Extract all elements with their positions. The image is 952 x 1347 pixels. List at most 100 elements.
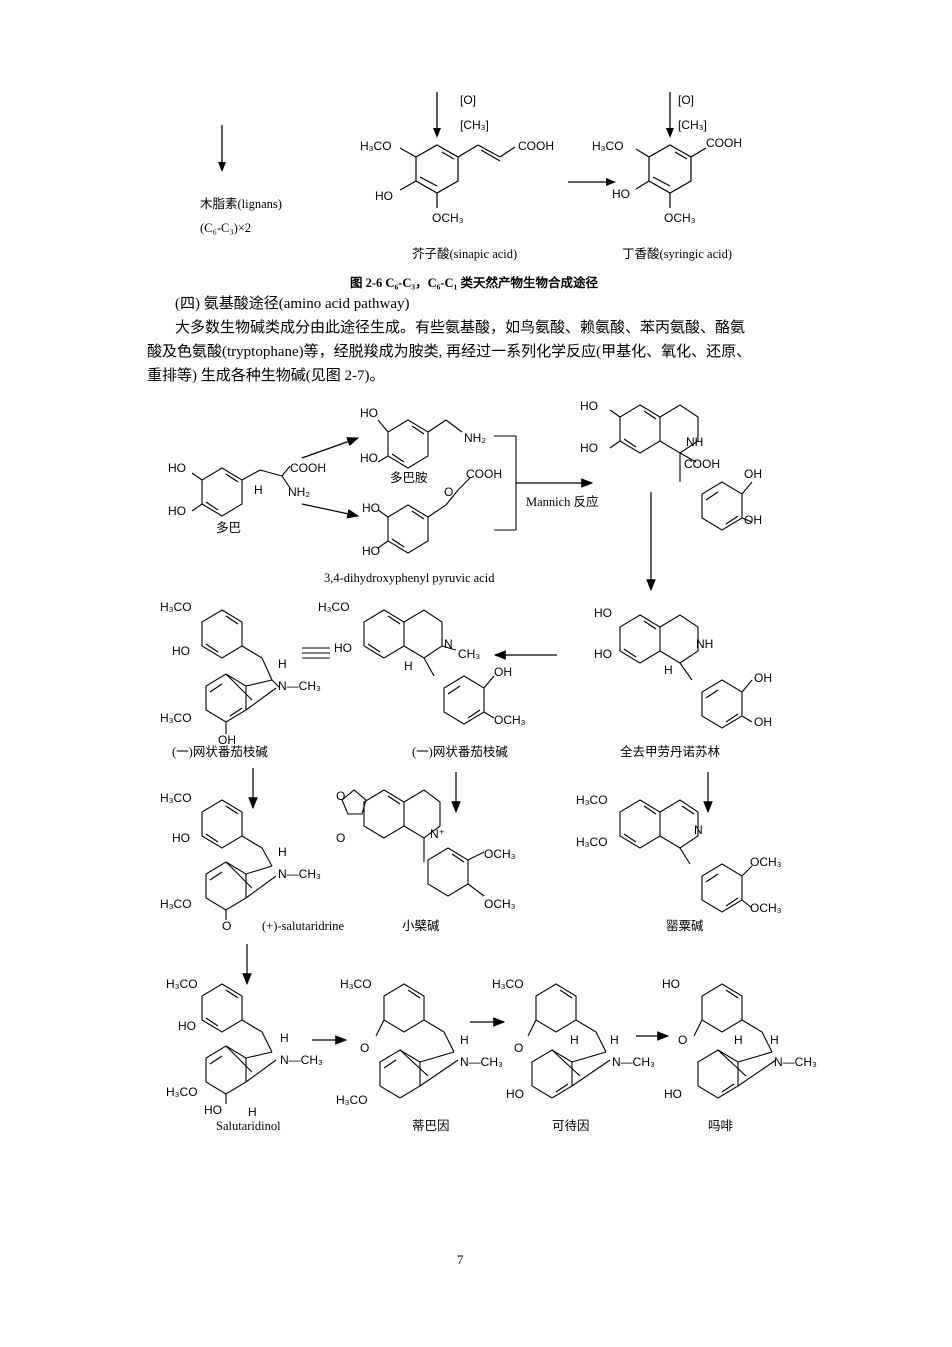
pyruvic-name: 3,4-dihydroxyphenyl pyruvic acid xyxy=(324,571,495,585)
mor-ho: HO xyxy=(662,977,680,991)
saln-ho-2: HO xyxy=(204,1103,222,1117)
morphine-name: 吗啡 xyxy=(708,1119,734,1133)
dopa-structure xyxy=(191,465,291,517)
pyruvic-o: O xyxy=(444,485,453,499)
dopa-ho-2: HO xyxy=(168,504,186,518)
lignans-label: 木脂素(lignans) xyxy=(200,196,282,211)
berberine-name: 小檗碱 xyxy=(402,918,440,933)
berb-o-2: O xyxy=(336,831,345,845)
thiq-ho-2: HO xyxy=(580,441,598,455)
pyruvic-cooh: COOH xyxy=(466,467,502,481)
theb-o: O xyxy=(360,1041,369,1055)
mor-nch3: N—CH₃ xyxy=(774,1055,817,1069)
dopamine-name: 多巴胺 xyxy=(390,471,428,485)
reticuline-b-structure xyxy=(363,609,495,725)
dopa-ho-1: HO xyxy=(168,461,186,475)
cod-o: O xyxy=(514,1041,523,1055)
sal-h3co: H₃CO xyxy=(160,791,192,805)
salutaridine-structure xyxy=(201,799,277,920)
reticuline-a-name: (一)网状番茄枝碱 xyxy=(172,744,268,759)
dopamine-structure xyxy=(377,419,463,469)
mor-ho-2: HO xyxy=(664,1087,682,1101)
pyruvic-ho-2: HO xyxy=(362,544,380,558)
theb-h3co-2: H₃CO xyxy=(336,1093,368,1107)
norlaudanosoline-structure xyxy=(619,614,753,729)
sinapic-och3: OCH₃ xyxy=(432,211,464,225)
dopa-cooh: COOH xyxy=(290,461,326,475)
retb-h: H xyxy=(404,659,413,673)
thiq-oh-1: OH xyxy=(744,467,762,481)
reta-h3co: H₃CO xyxy=(160,600,192,614)
figure-2-6: 木脂素(lignans) (C₆-C₃)×2 [O] [CH₃] COOH H₃… xyxy=(200,92,742,261)
syringic-name: 丁香酸(syringic acid) xyxy=(622,246,732,261)
mor-h-1: H xyxy=(734,1033,743,1047)
dopamine-ho-1: HO xyxy=(360,406,378,420)
papaverine-structure xyxy=(619,799,753,913)
salutaridinol-name: Salutaridinol xyxy=(216,1119,281,1133)
thebaine-structure xyxy=(375,983,459,1099)
reta-h3co-2: H₃CO xyxy=(160,711,192,725)
cod-h-1: H xyxy=(570,1033,579,1047)
codeine-structure xyxy=(527,983,611,1099)
dopamine-nh2: NH₂ xyxy=(464,431,486,445)
berb-o-1: O xyxy=(336,789,345,803)
retb-oh: OH xyxy=(494,665,512,679)
saln-ho: HO xyxy=(178,1019,196,1033)
dopa-name: 多巴 xyxy=(216,521,241,535)
theb-h: H xyxy=(460,1033,469,1047)
reta-oh: OH xyxy=(218,733,236,747)
paragraph-line-3: 重排等) 生成各种生物碱(见图 2-7)。 xyxy=(147,368,385,384)
saln-h-2: H xyxy=(248,1105,257,1119)
norl-ho-2: HO xyxy=(594,647,612,661)
theb-h3co: H₃CO xyxy=(340,977,372,991)
syringic-ho: HO xyxy=(612,187,630,201)
reta-h: H xyxy=(278,657,287,671)
norl-oh-1: OH xyxy=(754,671,772,685)
dopa-nh2: NH₂ xyxy=(288,485,310,499)
thiq-ho-1: HO xyxy=(580,399,598,413)
pap-och3-2: OCH₃ xyxy=(750,901,782,915)
figure-2-6-caption: 图 2-6 C₆-C₃，C₆-C₁ 类天然产物生物合成途径 xyxy=(350,276,598,290)
norlaudanosoline-name: 全去甲劳丹诺苏林 xyxy=(620,744,721,759)
theb-nch3: N—CH₃ xyxy=(460,1055,503,1069)
cod-ho: HO xyxy=(506,1087,524,1101)
saln-h3co-2: H₃CO xyxy=(166,1085,198,1099)
retb-ho: HO xyxy=(334,641,352,655)
norl-h: H xyxy=(664,663,673,677)
mor-o: O xyxy=(678,1033,687,1047)
norl-ho-1: HO xyxy=(594,606,612,620)
pyruvic-ho-1: HO xyxy=(362,501,380,515)
cod-h3co: H₃CO xyxy=(492,977,524,991)
cod-h-2: H xyxy=(610,1033,619,1047)
mor-h-2: H xyxy=(770,1033,779,1047)
retb-och3: OCH₃ xyxy=(494,713,526,727)
sal-h: H xyxy=(278,845,287,859)
sal-o: O xyxy=(222,919,231,933)
paragraph-line-1: 大多数生物碱类成分由此途径生成。有些氨基酸，如鸟氨酸、赖氨酸、苯丙氨酸、酪氨 xyxy=(175,320,746,336)
mannich-label: Mannich 反应 xyxy=(526,494,599,509)
reagent-o-1: [O] xyxy=(460,93,476,107)
thiq-oh-2: OH xyxy=(744,513,762,527)
norl-oh-2: OH xyxy=(754,715,772,729)
reticuline-a-structure xyxy=(201,609,281,734)
thiq-acid-structure xyxy=(609,404,753,531)
thiq-cooh: COOH xyxy=(684,457,720,471)
thiq-nh: NH xyxy=(686,435,703,449)
berberine-structure xyxy=(341,789,485,897)
pap-och3-1: OCH₃ xyxy=(750,855,782,869)
sal-nch3: N—CH₃ xyxy=(278,867,321,881)
saln-h3co: H₃CO xyxy=(166,977,198,991)
reagent-ch3-2: [CH₃] xyxy=(678,118,707,132)
sal-h3co-2: H₃CO xyxy=(160,897,192,911)
reticuline-b-name: (一)网状番茄枝碱 xyxy=(412,744,508,759)
norl-nh: NH xyxy=(696,637,713,651)
retb-n: N xyxy=(444,637,453,651)
morphine-structure xyxy=(693,983,777,1099)
syringic-h3co: H₃CO xyxy=(592,139,624,153)
codeine-name: 可待因 xyxy=(552,1119,590,1133)
berb-nplus: N⁺ xyxy=(430,827,445,841)
pyruvic-structure xyxy=(377,477,471,554)
sinapic-acid-structure xyxy=(399,144,516,208)
sinapic-cooh: COOH xyxy=(518,139,554,153)
